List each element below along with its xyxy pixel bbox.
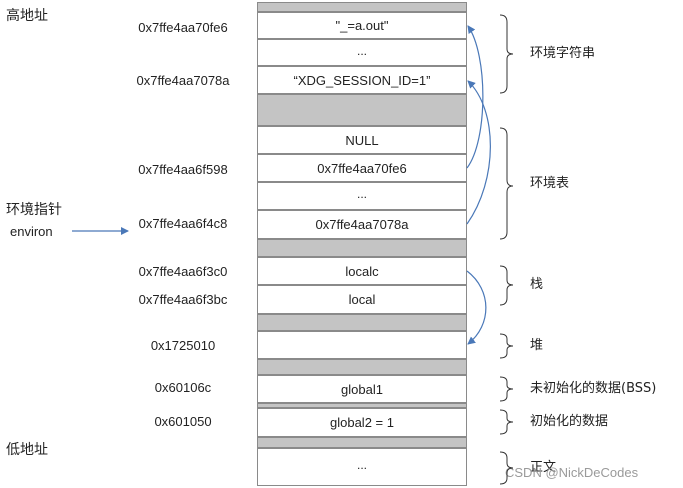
segment-label: 初始化的数据 (530, 414, 609, 429)
address-label: 0x7ffe4aa6f3c0 (138, 264, 228, 279)
memory-cell: ... (257, 39, 467, 66)
address-label: 0x1725010 (150, 338, 216, 353)
high-address-label: 高地址 (6, 8, 48, 24)
memory-cell: ... (257, 182, 467, 210)
environ-label: environ (10, 224, 53, 239)
segment-brace (499, 127, 514, 240)
pointer-arrow (466, 270, 487, 345)
memory-cell: 0x7ffe4aa7078a (257, 210, 467, 239)
address-label: 0x60106c (154, 380, 212, 395)
memory-gap (257, 2, 467, 12)
memory-cell: “XDG_SESSION_ID=1” (257, 66, 467, 94)
memory-cell-heap (257, 331, 467, 359)
segment-brace (499, 376, 514, 402)
address-label: 0x7ffe4aa7078a (136, 73, 230, 88)
memory-cell: ... (257, 448, 467, 486)
segment-label: 正文 (530, 460, 557, 475)
memory-cell: 0x7ffe4aa70fe6 (257, 154, 467, 182)
address-label: 0x7ffe4aa6f598 (138, 162, 228, 177)
segment-label: 堆 (530, 338, 544, 353)
memory-cell: global1 (257, 375, 467, 403)
memory-cell: "_=a.out" (257, 12, 467, 39)
segment-brace (499, 14, 514, 94)
memory-cell: localc (257, 257, 467, 285)
address-label: 0x601050 (154, 414, 212, 429)
memory-cell: global2 = 1 (257, 408, 467, 437)
segment-label: 未初始化的数据(BSS) (530, 381, 657, 396)
pointer-arrow (466, 80, 491, 225)
segment-brace (499, 451, 514, 485)
memory-gap (257, 359, 467, 375)
segment-brace (499, 333, 514, 359)
address-label: 0x7ffe4aa6f3bc (138, 292, 228, 307)
watermark: CSDN @NickDeCodes (505, 465, 639, 480)
memory-cell: local (257, 285, 467, 314)
segment-brace (499, 409, 514, 435)
memory-cell: NULL (257, 126, 467, 154)
segment-label: 环境表 (530, 176, 570, 191)
memory-gap (257, 94, 467, 126)
memory-gap (257, 314, 467, 331)
segment-label: 栈 (530, 277, 544, 292)
segment-brace (499, 265, 514, 306)
low-address-label: 低地址 (6, 442, 48, 458)
address-label: 0x7ffe4aa70fe6 (138, 20, 228, 35)
env-pointer-label: 环境指针 (6, 202, 62, 218)
memory-gap (257, 437, 467, 448)
pointer-arrow (466, 25, 484, 169)
segment-label: 环境字符串 (530, 46, 596, 61)
memory-gap (257, 403, 467, 408)
memory-gap (257, 239, 467, 257)
address-label: 0x7ffe4aa6f4c8 (138, 216, 228, 231)
